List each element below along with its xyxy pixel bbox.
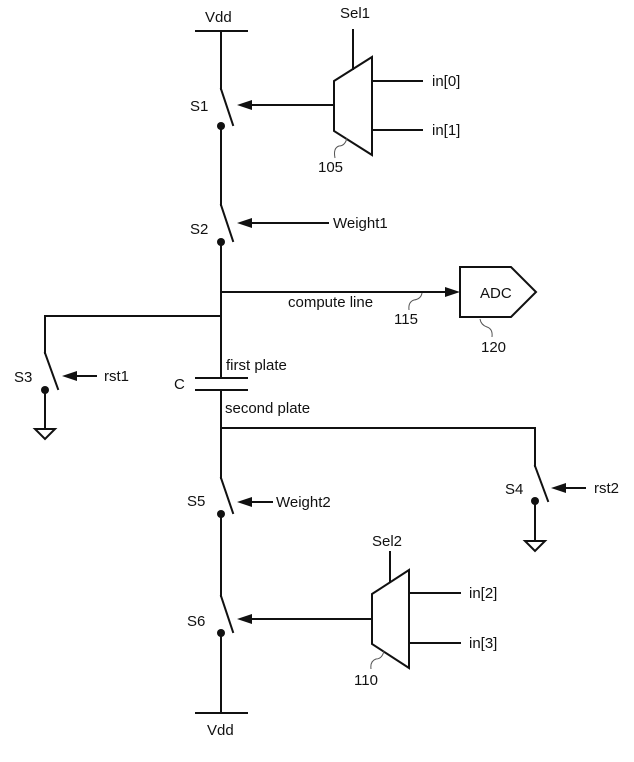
mux-105: Sel1 in[0] in[1] 105 (237, 5, 460, 176)
switch-s3-label: S3 (14, 369, 32, 386)
weight2-label: Weight2 (276, 494, 331, 511)
switch-s2: S2 Weight1 (190, 203, 388, 246)
switch-s2-pivot (217, 238, 225, 246)
ref-105-label: 105 (318, 159, 343, 176)
rst2-arrowhead (551, 483, 566, 493)
rst1-arrowhead (62, 371, 77, 381)
adc-block: ADC 120 (459, 266, 538, 356)
in1-label: in[1] (432, 122, 460, 139)
ref-105-leader (334, 137, 348, 159)
ref-110-label: 110 (354, 672, 378, 689)
switch-s1-pivot (217, 122, 225, 130)
first-plate-label: first plate (226, 357, 287, 374)
rst1-label: rst1 (104, 368, 129, 385)
in2-label: in[2] (469, 585, 497, 602)
ref-120-leader (479, 318, 493, 338)
capacitor-c: C first plate second plate (174, 357, 310, 417)
compute-line: compute line 115 (220, 287, 460, 328)
switch-s4-label: S4 (505, 481, 523, 498)
adc-body (459, 266, 538, 318)
switch-s6: S6 (187, 594, 235, 637)
ref-115-leader (408, 292, 423, 311)
adc-label: ADC (480, 285, 512, 302)
switch-s5: S5 Weight2 (187, 476, 331, 518)
bottom-vdd-label: Vdd (207, 722, 234, 739)
mux-110: Sel2 in[2] in[3] 110 (237, 533, 497, 689)
compute-line-label: compute line (288, 294, 373, 311)
compute-line-arrowhead (445, 287, 460, 297)
switch-s4: S4 rst2 (220, 427, 619, 553)
switch-s2-label: S2 (190, 221, 208, 238)
switch-s5-blade (219, 476, 235, 515)
mux-105-body (333, 55, 373, 157)
top-vdd-label: Vdd (205, 9, 232, 26)
mux-105-arrowhead (237, 100, 252, 110)
weight1-arrowhead (237, 218, 252, 228)
ref-115-label: 115 (394, 311, 418, 328)
switch-s1-blade (219, 87, 235, 127)
switch-s5-label: S5 (187, 493, 205, 510)
mux-110-arrowhead (237, 614, 252, 624)
in3-label: in[3] (469, 635, 497, 652)
bottom-vdd-supply: Vdd (195, 712, 248, 739)
switch-s3: S3 rst1 (14, 315, 222, 441)
in0-label: in[0] (432, 73, 460, 90)
switch-s5-pivot (217, 510, 225, 518)
switch-s6-label: S6 (187, 613, 205, 630)
switch-s6-blade (219, 594, 235, 634)
switch-s4-blade (533, 464, 550, 503)
second-plate-label: second plate (225, 400, 310, 417)
switch-s1: S1 (190, 87, 235, 130)
rst2-label: rst2 (594, 480, 619, 497)
switch-s1-label: S1 (190, 98, 208, 115)
capacitor-label: C (174, 376, 185, 393)
switch-s2-blade (219, 203, 235, 243)
mux-110-body (371, 568, 410, 670)
weight2-arrowhead (237, 497, 252, 507)
switch-s6-pivot (217, 629, 225, 637)
ground-icon (32, 428, 58, 441)
ground-icon (522, 540, 548, 553)
sel2-label: Sel2 (372, 533, 402, 550)
ref-110-leader (370, 650, 385, 670)
ref-120-label: 120 (481, 339, 506, 356)
switch-s3-blade (43, 351, 60, 391)
weight1-label: Weight1 (333, 215, 388, 232)
sel1-label: Sel1 (340, 5, 370, 22)
top-vdd-supply: Vdd (195, 9, 248, 32)
